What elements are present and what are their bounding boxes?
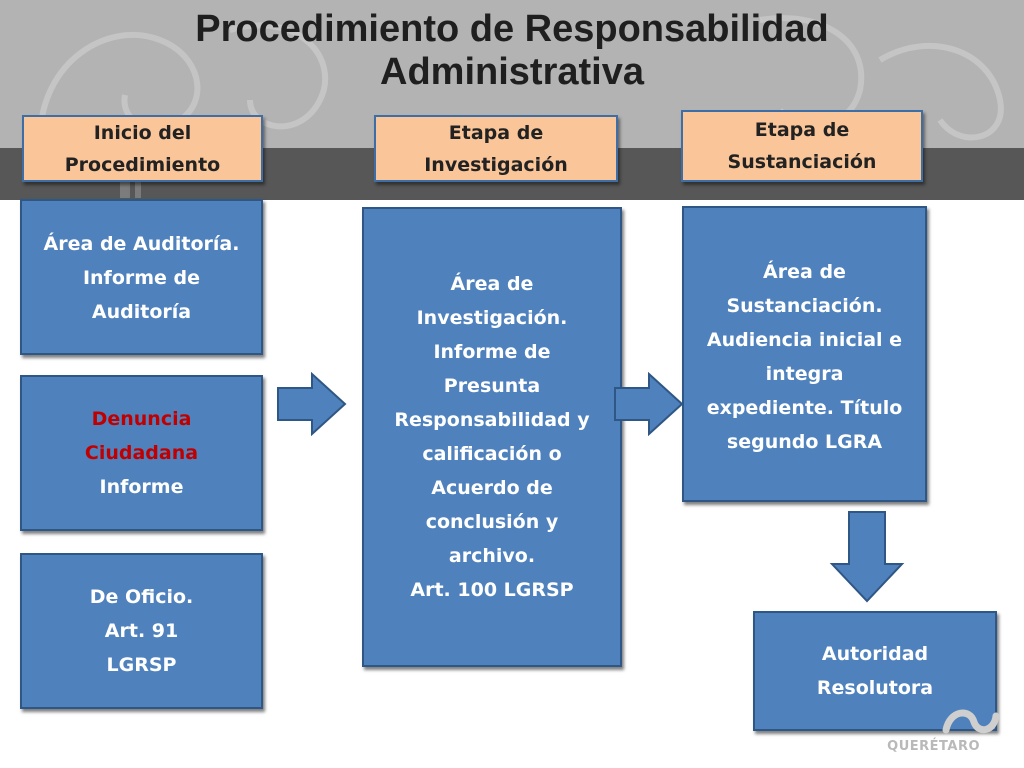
page-title: Procedimiento de Responsabilidad Adminis… <box>40 8 984 94</box>
box-investigacion-line-5: Responsabilidad y <box>394 409 590 431</box>
stage-header-inicio: Inicio del Procedimiento <box>22 115 263 182</box>
stage-header-inicio-line-2: Procedimiento <box>64 153 221 176</box>
box-denuncia-line-3: Informe <box>99 476 184 498</box>
box-investigacion-line-4: Presunta <box>443 375 541 397</box>
box-denuncia-line-2: Ciudadana <box>84 442 199 464</box>
arrow-down-icon <box>829 511 905 603</box>
stage-header-investigacion-line-2: Investigación <box>424 153 568 176</box>
box-investigacion-line-2: Investigación. <box>416 307 568 329</box>
box-area-auditoria-line-2: Informe de <box>82 267 201 289</box>
stage-header-sustanciacion: Etapa de Sustanciación <box>681 110 923 182</box>
box-sustanciacion-line-4: integra <box>765 363 844 385</box>
box-investigacion-line-10: Art. 100 LGRSP <box>410 579 574 601</box>
stage-header-sustanciacion-line-1: Etapa de <box>754 119 850 141</box>
box-area-auditoria: Área de Auditoría. Informe de Auditoría <box>20 199 263 355</box>
box-investigacion-line-8: conclusión y <box>425 511 559 533</box>
box-investigacion-line-6: calificación o <box>422 443 562 465</box>
box-de-oficio-line-2: Art. 91 <box>104 620 179 642</box>
logo-text: QUERÉTARO <box>887 739 980 754</box>
box-sustanciacion-line-5: expediente. Título <box>706 397 903 419</box>
stage-header-investigacion: Etapa de Investigación <box>374 115 618 182</box>
arrow-right-icon <box>277 372 347 436</box>
box-denuncia-line-1: Denuncia <box>91 408 192 430</box>
box-sustanciacion-line-2: Sustanciación. <box>726 295 883 317</box>
box-sustanciacion-line-1: Área de <box>763 261 846 283</box>
box-autoridad-line-2: Resolutora <box>816 677 934 699</box>
box-denuncia-ciudadana: Denuncia Ciudadana Informe <box>20 375 263 531</box>
box-de-oficio-line-3: LGRSP <box>106 654 177 676</box>
box-autoridad-line-1: Autoridad <box>821 643 929 665</box>
logo-mark-icon <box>942 709 1000 734</box>
stage-header-investigacion-line-1: Etapa de <box>448 121 544 144</box>
box-de-oficio-line-1: De Oficio. <box>89 586 194 608</box>
box-sustanciacion-line-6: segundo LGRA <box>726 431 883 453</box>
box-area-auditoria-line-1: Área de Auditoría. <box>43 233 240 255</box>
page-title-line-1: Procedimiento de Responsabilidad <box>195 8 829 50</box>
box-area-investigacion: Área de Investigación. Informe de Presun… <box>362 207 622 667</box>
box-de-oficio: De Oficio. Art. 91 LGRSP <box>20 553 263 709</box>
box-area-auditoria-line-3: Auditoría <box>91 301 192 323</box>
box-investigacion-line-7: Acuerdo de <box>431 477 553 499</box>
arrow-right-icon <box>614 372 684 436</box>
page-title-line-2: Administrativa <box>380 51 644 93</box>
box-area-sustanciacion: Área de Sustanciación. Audiencia inicial… <box>682 206 927 502</box>
box-investigacion-line-3: Informe de <box>433 341 551 363</box>
box-sustanciacion-line-3: Audiencia inicial e <box>706 329 903 351</box>
stage-header-inicio-line-1: Inicio del <box>93 121 192 144</box>
box-investigacion-line-1: Área de <box>450 273 534 295</box>
box-investigacion-line-9: archivo. <box>448 545 536 567</box>
stage-header-sustanciacion-line-2: Sustanciación <box>727 151 877 173</box>
